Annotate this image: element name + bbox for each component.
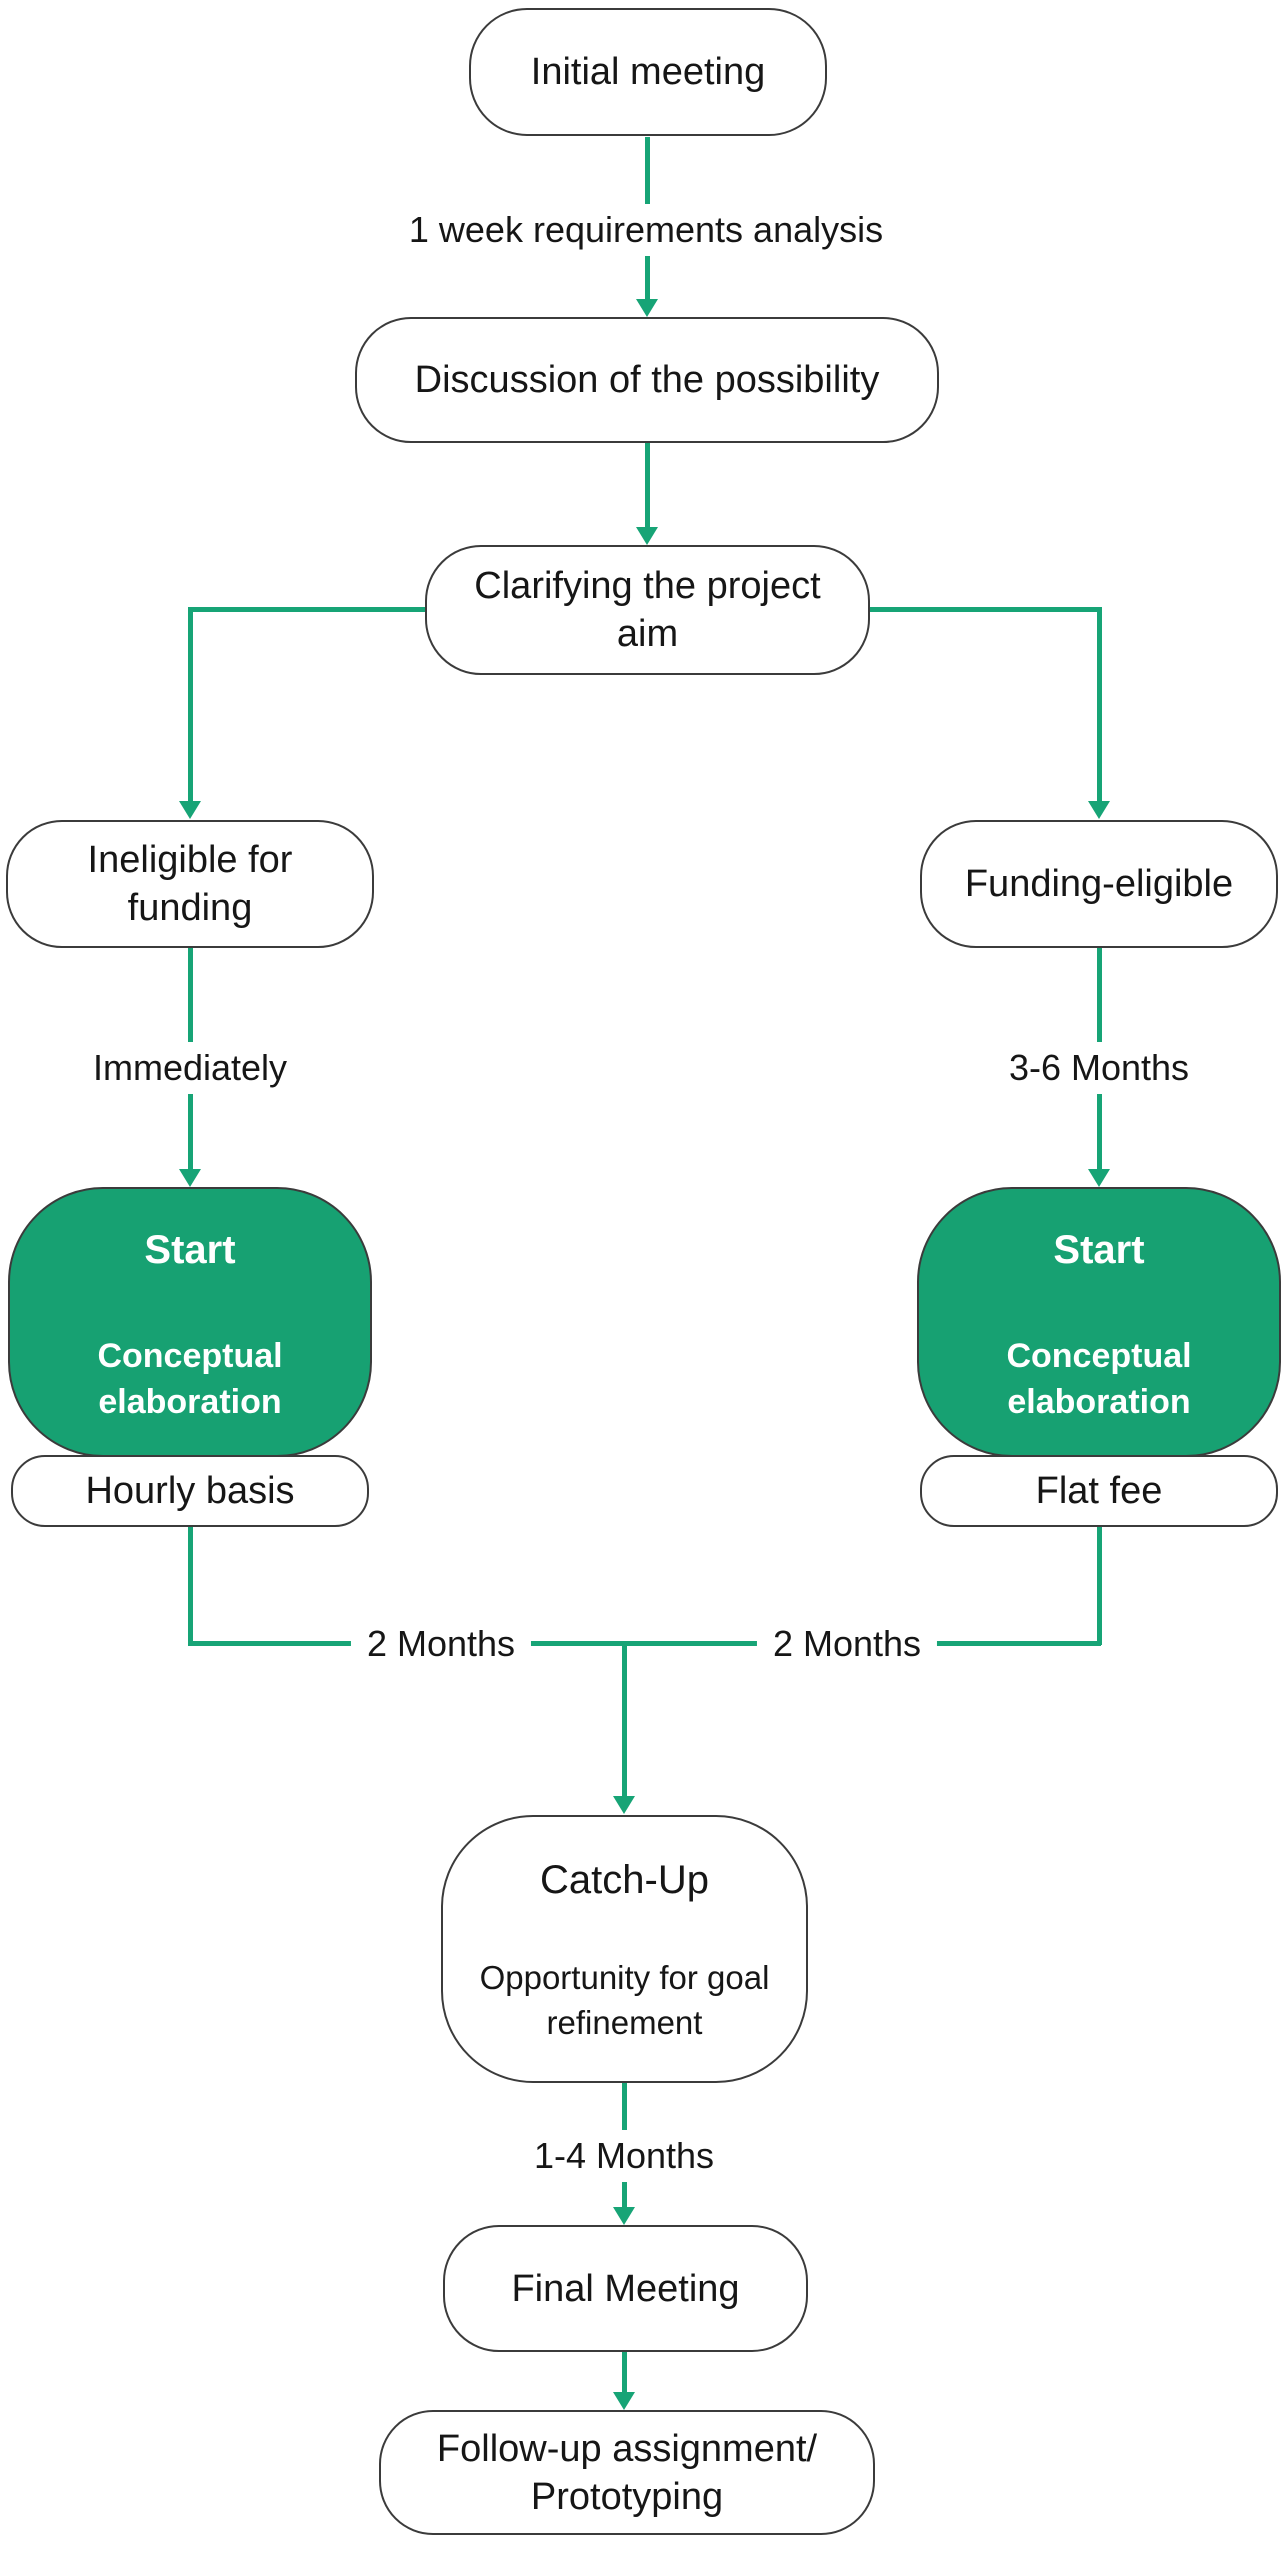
edge-branch-left-line: [188, 607, 193, 802]
node-label-line2: funding: [127, 887, 253, 929]
node-ineligible-for-funding: Ineligible for funding: [6, 820, 374, 948]
node-discussion-of-possibility: Discussion of the possibility: [355, 317, 939, 443]
arrowhead-down: [613, 1796, 635, 1814]
arrowhead-down: [179, 801, 201, 819]
arrowhead-down: [1088, 801, 1110, 819]
node-subtitle-line1: Conceptual: [1006, 1337, 1192, 1375]
node-label: Initial meeting: [530, 51, 766, 93]
node-label-line1: Follow-up assignment/: [436, 2427, 818, 2470]
node-start-conceptual-left: Start Conceptual elaboration: [8, 1187, 372, 1457]
node-start-conceptual-right: Start Conceptual elaboration: [917, 1187, 1281, 1457]
node-title: Catch-Up: [540, 1858, 709, 1902]
node-label: Funding-eligible: [964, 863, 1234, 905]
node-subtitle: Conceptual elaboration: [97, 1333, 282, 1425]
edge-merge-line: [188, 1641, 1101, 1646]
label-1-4-months: 1-4 Months: [517, 2130, 731, 2182]
label-2-months-right: 2 Months: [756, 1618, 938, 1670]
node-title: Start: [144, 1228, 236, 1272]
node-label: Final Meeting: [511, 2267, 740, 2310]
node-subtitle-line2: refinement: [546, 2004, 703, 2041]
label-3-6-months: 3-6 Months: [992, 1042, 1206, 1094]
node-clarifying-project-aim: Clarifying the project aim: [425, 545, 870, 675]
label-immediately: Immediately: [76, 1042, 304, 1094]
node-label-line1: Ineligible for: [87, 839, 293, 881]
node-follow-up-prototyping: Follow-up assignment/ Prototyping: [379, 2410, 875, 2535]
node-subtitle: Conceptual elaboration: [1006, 1333, 1191, 1425]
edge-final-followup-line: [622, 2352, 627, 2393]
edge-hourly-merge-line: [188, 1527, 193, 1645]
node-subtitle-line1: Conceptual: [97, 1337, 283, 1375]
node-final-meeting: Final Meeting: [443, 2225, 808, 2352]
node-title: Start: [1053, 1228, 1145, 1272]
edge-merge-catchup-line: [622, 1641, 627, 1798]
node-subtitle-line2: elaboration: [98, 1383, 282, 1421]
label-requirements-analysis: 1 week requirements analysis: [392, 204, 900, 256]
node-label: Discussion of the possibility: [414, 359, 880, 401]
arrowhead-down: [613, 2207, 635, 2225]
arrowhead-down: [636, 527, 658, 545]
edge-discussion-clarifying-line: [645, 443, 650, 528]
arrowhead-down: [1088, 1169, 1110, 1187]
edge-branch-right-line: [1097, 607, 1102, 802]
node-subtitle: Opportunity for goal refinement: [480, 1955, 770, 2045]
arrowhead-down: [636, 299, 658, 317]
node-label-line2: Prototyping: [530, 2475, 724, 2518]
node-initial-meeting: Initial meeting: [469, 8, 827, 136]
node-label: Hourly basis: [85, 1470, 295, 1512]
node-flat-fee: Flat fee: [920, 1455, 1278, 1527]
node-funding-eligible: Funding-eligible: [920, 820, 1278, 948]
label-2-months-left: 2 Months: [350, 1618, 532, 1670]
arrowhead-down: [179, 1169, 201, 1187]
node-catch-up: Catch-Up Opportunity for goal refinement: [441, 1815, 808, 2083]
node-hourly-basis: Hourly basis: [11, 1455, 369, 1527]
arrowhead-down: [613, 2392, 635, 2410]
node-subtitle-line1: Opportunity for goal: [479, 1959, 770, 1996]
edge-flatfee-merge-line: [1097, 1527, 1102, 1645]
node-subtitle-line2: elaboration: [1007, 1383, 1191, 1421]
node-label-line1: Clarifying the project: [474, 565, 821, 607]
node-label: Flat fee: [1035, 1470, 1163, 1512]
node-label-line2: aim: [616, 613, 679, 655]
